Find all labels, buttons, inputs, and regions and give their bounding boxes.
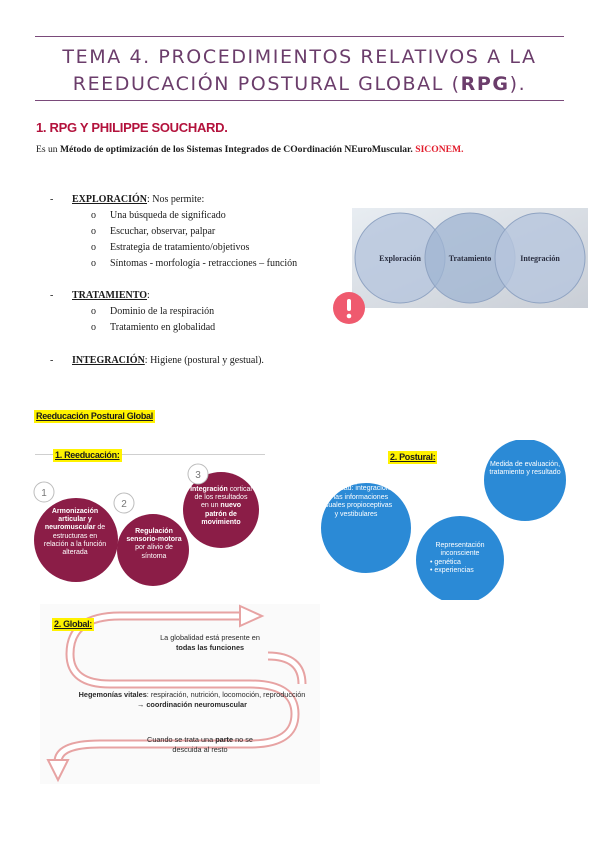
postural-circle-3-text: Representación inconsciente • genética •…	[422, 542, 498, 576]
global-arrow-band-inner	[110, 681, 298, 747]
reeducacion-diagram: 1 2 3	[33, 463, 259, 586]
arrow-head-icon	[239, 604, 265, 628]
list-dash: -	[50, 194, 54, 205]
venn-diagram: Exploración Tratamiento Integración	[352, 208, 588, 308]
section-heading: 1. RPG Y PHILIPPE SOUCHARD.	[36, 120, 228, 135]
step-circle	[117, 514, 189, 586]
step-2-text: Regulación sensorio-motora por alivio de…	[126, 528, 182, 560]
rpg-heading: Reeducación Postural Global	[34, 410, 155, 423]
integracion-item: INTEGRACIÓN: Higiene (postural y gestual…	[72, 355, 264, 366]
reeducacion-rule	[35, 454, 265, 455]
global-arrow-band-inner	[267, 653, 305, 685]
venn-label: Tratamiento	[449, 254, 492, 263]
list-dash: -	[50, 290, 54, 301]
top-rule	[35, 36, 564, 37]
step-number: 3	[195, 470, 201, 481]
bullet-symbol: o	[91, 322, 96, 333]
postural-circle-3-title: Representación inconsciente	[435, 542, 485, 558]
intro-paragraph: Es un Método de optimización de los Sist…	[36, 144, 464, 155]
global-arrow-band-inner	[67, 613, 243, 687]
global-line-3: Cuando se trata una parte no se descuida…	[147, 735, 253, 754]
postural-sub-item: • genética	[430, 558, 461, 566]
postural-diagram	[319, 440, 568, 600]
title-line-2: REEDUCACIÓN POSTURAL GLOBAL (RPG).	[72, 73, 527, 95]
step-number-badge	[187, 463, 209, 485]
global-line-1: La globalidad está presente en todas las…	[160, 633, 260, 652]
step-circle	[34, 498, 118, 582]
list-item: Estrategia de tratamiento/objetivos	[110, 242, 250, 253]
bullet-symbol: o	[91, 210, 96, 221]
exclamation-icon	[333, 292, 365, 324]
list-item: Dominio de la respiración	[110, 306, 215, 317]
bullet-symbol: o	[91, 226, 96, 237]
list-item: Tratamiento en globalidad	[110, 322, 216, 333]
step-number: 1	[41, 488, 47, 499]
bullet-symbol: o	[91, 258, 96, 269]
bullet-symbol: o	[91, 306, 96, 317]
venn-label: Integración	[520, 254, 560, 263]
venn-label: Exploración	[379, 254, 421, 263]
step-number: 2	[121, 499, 127, 510]
postural-circle-2-text: Medida de evaluación, tratamiento y resu…	[489, 461, 561, 477]
step-number-badge	[33, 481, 55, 503]
global-background	[40, 604, 320, 784]
postural-circle	[482, 440, 568, 523]
step-1-text: Armonización articular y neuromuscular d…	[43, 508, 107, 557]
title-line-1: TEMA 4. PROCEDIMIENTOS RELATIVOS A LA	[62, 46, 537, 68]
postural-circle	[414, 514, 506, 600]
list-item: Una búsqueda de significado	[110, 210, 226, 221]
list-dash: -	[50, 355, 54, 366]
list-item: Síntomas - morfología - retracciones – f…	[110, 258, 298, 269]
bullet-symbol: o	[91, 242, 96, 253]
step-number-badge	[113, 492, 135, 514]
step-3-text: Integración cortical de los resultados e…	[190, 486, 252, 526]
step-circle	[183, 472, 259, 548]
global-heading: 2. Global:	[52, 618, 95, 631]
global-diagram	[40, 604, 320, 784]
venn-circle-integracion	[494, 212, 586, 304]
postural-sub-item: • experiencias	[430, 567, 474, 575]
postural-circle-1-text: Organización contra la gravedad: integra…	[319, 477, 393, 518]
global-line-2: Hegemonías vitales: respiración, nutrici…	[78, 690, 306, 709]
arrow-head-icon	[46, 759, 70, 783]
exploracion-item: EXPLORACIÓN: Nos permite:	[72, 194, 205, 205]
bottom-rule	[35, 100, 564, 101]
reeducacion-heading: 1. Reeducación:	[53, 449, 122, 462]
list-item: Escuchar, observar, palpar	[110, 226, 216, 237]
global-arrow-band-inner	[55, 741, 250, 763]
page-title: TEMA 4. PROCEDIMIENTOS RELATIVOS A LA RE…	[35, 44, 564, 98]
postural-heading: 2. Postural:	[388, 451, 438, 464]
postural-circle	[319, 481, 413, 575]
tratamiento-item: TRATAMIENTO:	[72, 290, 150, 301]
